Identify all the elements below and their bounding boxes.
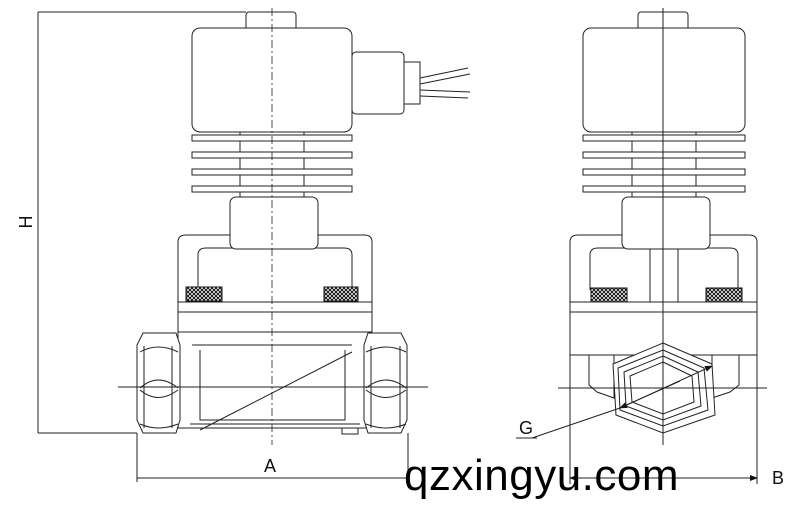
watermark: qzxingyu.com [404,451,680,500]
dimension-a: A [136,433,409,482]
dimension-g: G [516,365,713,439]
dimension-a-label: A [264,456,276,476]
hex-end-left [136,332,181,434]
knurled-nut [185,286,223,302]
connector [351,51,405,115]
front-view [118,8,471,445]
side-view [558,8,767,445]
dimension-g-label: G [519,418,533,438]
coil [582,27,746,133]
dimension-b-label: B [772,468,784,488]
dimension-h: H [16,11,246,434]
coil-cap [245,11,297,31]
cooling-fins [582,134,746,193]
knurled-nut [323,286,359,302]
wires [419,67,471,99]
connector-plug [403,61,421,105]
dimension-b: B [569,330,784,488]
valve-body [177,331,373,429]
hex-end-right [363,332,408,434]
flow-line [199,351,353,431]
dimension-h-label: H [16,216,36,229]
bonnet [229,196,319,250]
bonnet [621,196,711,250]
